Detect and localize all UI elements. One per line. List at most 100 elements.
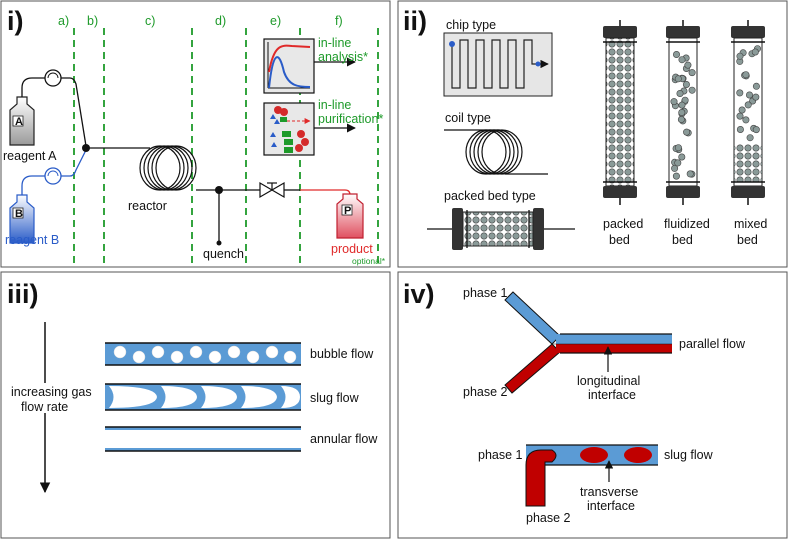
- in-line-analysis-box: [263, 38, 315, 94]
- bead-particle: [742, 116, 750, 124]
- bead-particle: [677, 116, 685, 124]
- increasing-label-line2: flow rate: [21, 400, 68, 414]
- analysis-label-line1: in-line: [318, 36, 351, 50]
- bead-particle: [674, 144, 682, 152]
- bead-particle: [672, 172, 680, 180]
- bottle-b-letter: B: [15, 208, 23, 220]
- purification-label-line1: in-line: [318, 98, 351, 112]
- longitudinal-label-line2: interface: [588, 388, 636, 402]
- product-label: product: [331, 242, 373, 256]
- panel-i-frame: [0, 0, 391, 268]
- packed-bed-type-label: packed bed type: [444, 189, 536, 203]
- bead-particle: [684, 61, 692, 69]
- column-label-b: b): [87, 14, 98, 28]
- packed-bed-column-icon: [603, 20, 637, 205]
- tube-b-to-mixer: [61, 149, 87, 177]
- tube-b-out: [21, 175, 45, 195]
- transverse-label-line2: interface: [587, 499, 635, 513]
- column-label-e: e): [270, 14, 281, 28]
- chip-reactor-icon: [443, 32, 553, 97]
- optional-label: optional*: [352, 256, 386, 266]
- bead-particle: [746, 134, 754, 142]
- bead-particle: [745, 91, 753, 99]
- bubble-flow-label: bubble flow: [310, 347, 374, 361]
- bead-particle: [674, 159, 682, 167]
- tube-a-to-mixer: [61, 77, 87, 147]
- in-line-purification-box: [263, 102, 315, 156]
- phase2-bottom-label: phase 2: [526, 511, 571, 525]
- column-label-f: f): [335, 14, 343, 28]
- bead-particle: [688, 69, 696, 77]
- purification-label-line2: purification*: [318, 112, 383, 126]
- tube-a-out: [21, 77, 45, 97]
- product-bottle: P: [336, 193, 364, 239]
- panel-iv-label: iv): [403, 279, 435, 309]
- packed-bed-horizontal-icon: [427, 208, 575, 250]
- column-labels: a) b) c) d) e) f): [58, 14, 343, 28]
- phase1-bottom-label: phase 1: [478, 448, 523, 462]
- bead-particle: [688, 86, 696, 94]
- bead-particle: [674, 75, 682, 83]
- column-label-d: d): [215, 14, 226, 28]
- bead-particle: [736, 89, 744, 97]
- bead-particle: [686, 170, 694, 178]
- bead-particle: [671, 164, 679, 172]
- mixed-bed-label-line1: mixed: [734, 217, 767, 231]
- bead-particle: [752, 126, 760, 134]
- bead-particle: [676, 90, 684, 98]
- slug-flow-iv-label: slug flow: [664, 448, 714, 462]
- bead-particle: [736, 52, 744, 60]
- bead-particle: [670, 98, 678, 106]
- bottle-a-letter: A: [15, 116, 23, 128]
- annular-flow-label: annular flow: [310, 432, 378, 446]
- bead-particle: [742, 71, 750, 79]
- slug-flow-junction: [525, 444, 658, 507]
- analysis-label-line2: analysis*: [318, 50, 368, 64]
- coil-reactor-icon: [444, 129, 548, 175]
- reagent-a-label: reagent A: [3, 149, 57, 163]
- packed-bed-label-line1: packed: [603, 217, 643, 231]
- pump-b-icon: [44, 167, 62, 185]
- column-label-a: a): [58, 14, 69, 28]
- chip-type-label: chip type: [446, 18, 496, 32]
- quench-label: quench: [203, 247, 244, 261]
- increasing-label-line1: increasing gas: [11, 385, 92, 399]
- longitudinal-label-line1: longitudinal: [577, 374, 640, 388]
- phase1-top-label: phase 1: [463, 286, 508, 300]
- bead-particle: [672, 50, 680, 58]
- bead-particle: [736, 126, 744, 134]
- phase2-top-label: phase 2: [463, 385, 508, 399]
- coil-type-label: coil type: [445, 111, 491, 125]
- transverse-label-line1: transverse: [580, 485, 638, 499]
- mixed-bed-label-line2: bed: [737, 233, 758, 247]
- panel-i-label: i): [7, 6, 24, 36]
- bottle-p-letter: P: [344, 205, 351, 217]
- bead-particle: [678, 56, 686, 64]
- slug-flow-label: slug flow: [310, 391, 360, 405]
- mixed-bed-column-icon: [731, 20, 765, 205]
- fluidized-bed-label-line2: bed: [672, 233, 693, 247]
- reactor-label: reactor: [128, 199, 167, 213]
- reagent-b-bottle: B: [9, 194, 35, 244]
- bead-particle: [678, 109, 686, 117]
- parallel-flow-junction: [504, 291, 672, 394]
- bead-particle: [681, 96, 689, 104]
- parallel-flow-label: parallel flow: [679, 337, 746, 351]
- annular-flow-channel: [105, 426, 301, 452]
- reagent-a-bottle: A: [9, 96, 35, 146]
- back-pressure-valve-icon: [259, 181, 285, 199]
- bubble-flow-channel: [105, 342, 301, 366]
- slug-flow-channel: [105, 383, 301, 411]
- panel-iii-label: iii): [7, 279, 39, 309]
- bead-particle: [752, 93, 760, 101]
- reactor-coil-icon: [139, 145, 197, 191]
- column-label-c: c): [145, 14, 155, 28]
- bead-particle: [682, 81, 690, 89]
- panel-iv-frame: [397, 271, 788, 539]
- panel-ii-label: ii): [403, 6, 427, 36]
- bead-particle: [678, 153, 686, 161]
- pump-a-icon: [44, 69, 62, 87]
- packed-bed-label-line2: bed: [609, 233, 630, 247]
- bead-particle: [738, 106, 746, 114]
